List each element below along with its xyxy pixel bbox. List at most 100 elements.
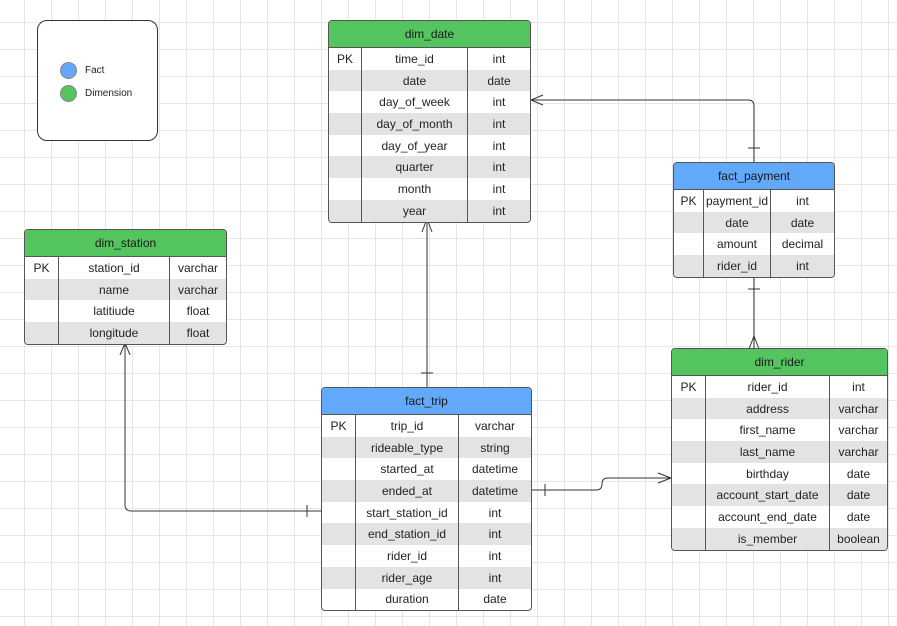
column-type-cell: int — [467, 156, 530, 179]
column-type-cell: varchar — [829, 441, 887, 463]
column-type-cell: int — [829, 376, 887, 398]
key-cell: PK — [680, 193, 697, 208]
column-type-cell: varchar — [458, 415, 531, 437]
key-cell — [25, 279, 58, 301]
column-name-cell: longitude — [58, 322, 169, 344]
key-cell — [329, 135, 361, 157]
column-name-cell: payment_id — [703, 190, 770, 212]
fact-color-dot — [60, 62, 77, 79]
column-name-cell: amount — [703, 233, 770, 256]
column-type-cell: date — [829, 506, 887, 528]
key-cell — [672, 419, 705, 441]
column-name-cell: day_of_week — [361, 91, 467, 114]
column-type-cell: date — [770, 211, 834, 234]
key-cell: PK — [330, 418, 347, 433]
column-name-cell: station_id — [58, 257, 169, 279]
column-type-cell: datetime — [458, 458, 531, 481]
column-name-cell: month — [361, 178, 467, 200]
column-type-cell: float — [169, 322, 226, 344]
crowsfoot-rider-top — [748, 334, 760, 350]
column-name-cell: start_station_id — [355, 501, 458, 524]
column-name-cell: latitiude — [58, 300, 169, 323]
legend-label-dimension: Dimension — [85, 88, 133, 99]
legend-item-dimension: Dimension — [60, 85, 132, 102]
column-type-cell: date — [829, 462, 887, 485]
column-name-cell: date — [361, 69, 467, 92]
key-cell — [329, 178, 361, 200]
column-type-cell: date — [829, 484, 887, 507]
column-type-cell: int — [458, 545, 531, 567]
key-cell — [329, 70, 361, 92]
key-cell — [672, 528, 705, 550]
column-type-cell: decimal — [770, 233, 834, 256]
column-type-cell: int — [458, 501, 531, 524]
key-cell — [329, 156, 361, 178]
column-name-cell: is_member — [705, 527, 829, 550]
column-type-cell: int — [467, 134, 530, 157]
key-cell — [25, 322, 58, 344]
key-cell — [322, 567, 355, 589]
key-cell: PK — [336, 51, 353, 66]
dimension-color-dot — [60, 85, 77, 102]
column-type-cell: date — [467, 69, 530, 92]
key-cell — [329, 91, 361, 113]
column-name-cell: day_of_year — [361, 134, 467, 157]
column-name-cell: date — [703, 211, 770, 234]
column-name-cell: name — [58, 278, 169, 301]
column-type-cell: date — [458, 588, 531, 611]
key-cell — [672, 398, 705, 420]
column-name-cell: last_name — [705, 441, 829, 463]
column-name-cell: time_id — [361, 48, 467, 70]
column-type-cell: varchar — [169, 278, 226, 301]
key-cell: PK — [33, 260, 50, 275]
column-name-cell: address — [705, 397, 829, 420]
connector-date-payment — [531, 99, 755, 163]
entity-title: fact_trip — [322, 388, 531, 415]
column-type-cell: int — [467, 199, 530, 222]
column-type-cell: int — [458, 566, 531, 589]
connector-trip-rider — [531, 477, 671, 491]
key-cell — [322, 502, 355, 524]
key-cell — [672, 463, 705, 485]
key-cell — [322, 589, 355, 611]
